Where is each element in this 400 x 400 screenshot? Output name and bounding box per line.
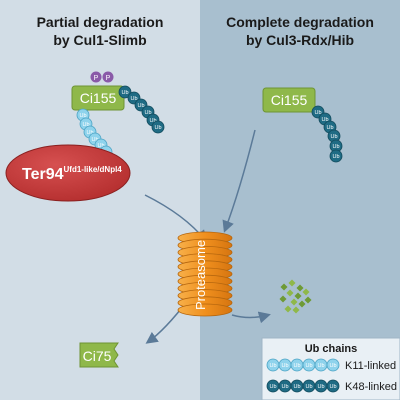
left-k11-ub-2-label: Ub (82, 122, 89, 128)
left-k11-ub-1-label: Ub (79, 113, 86, 119)
peptide-fragment-7 (279, 295, 287, 303)
peptide-fragment-10 (284, 305, 292, 313)
right-k48-ub-5-label: Ub (332, 144, 339, 150)
legend-k11-ub-5-label: Ub (317, 363, 324, 369)
legend-k11-chain: Ub Ub Ub Ub Ub Ub (266, 358, 340, 372)
legend-k11-ub-6 (326, 358, 340, 372)
proteasome-label: Proteasome (193, 240, 208, 310)
legend-k48-chain: Ub Ub Ub Ub Ub Ub (266, 379, 340, 393)
peptide-fragment-3 (296, 284, 304, 292)
right-ci155-box (262, 87, 316, 113)
left-k48-ub-1-label: Ub (121, 90, 128, 96)
legend-k11-ub-4-label: Ub (305, 363, 312, 369)
left-k48-ub-2-label: Ub (130, 96, 137, 102)
left-panel-background (0, 0, 200, 400)
arrow-right-to-proteasome (222, 129, 256, 233)
peptide-fragment-6 (302, 288, 310, 296)
right-panel-background (200, 0, 400, 400)
legend-k48-ub-6 (326, 379, 340, 393)
legend-k48-ub-4-label: Ub (305, 384, 312, 390)
right-k48-ub-3-label: Ub (326, 125, 333, 131)
phospho-circle-1 (90, 71, 102, 83)
phospho-label-2: P (106, 75, 111, 82)
left-k11-ub-3-label: Ub (86, 130, 93, 136)
right-k48-ub-6 (329, 149, 343, 163)
right-title-line2: by Cul3-Rdx/Hib (246, 32, 354, 48)
left-k48-ub-3-label: Ub (137, 103, 144, 109)
right-title-line1: Complete degradation (226, 14, 374, 30)
phospho-label-1: P (94, 75, 99, 82)
peptide-fragment-2 (288, 279, 296, 287)
left-k48-ub-6-label: Ub (154, 125, 161, 131)
right-k48-ub-4-label: Ub (330, 134, 337, 140)
legend-k48-label: K48-linked (345, 381, 397, 393)
left-k48-ub-5-label: Ub (149, 118, 156, 124)
right-k48-ub-1-label: Ub (314, 110, 321, 116)
legend-k11-ub-1-label: Ub (269, 363, 276, 369)
legend-k48-ub-2-label: Ub (281, 384, 288, 390)
legend-k48-ub-6-label: Ub (329, 384, 336, 390)
right-ci155-label: Ci155 (271, 92, 308, 108)
peptide-fragment-8 (290, 298, 298, 306)
peptide-fragment-11 (304, 296, 312, 304)
left-title-line1: Partial degradation (37, 14, 164, 30)
legend-k48-ub-1-label: Ub (269, 384, 276, 390)
proteasome (177, 231, 233, 317)
right-k48-ub-6-label: Ub (332, 154, 339, 160)
left-k48-ub-1 (118, 85, 132, 99)
legend-title: Ub chains (305, 343, 358, 355)
legend-k11-ub-3-label: Ub (293, 363, 300, 369)
legend-k11-label: K11-linked (345, 360, 396, 372)
peptide-fragment-12 (292, 306, 300, 314)
arrow-to-peptides (231, 311, 271, 324)
left-ci155-label: Ci155 (80, 90, 117, 106)
ci75-label: Ci75 (83, 348, 112, 364)
ter94-superscript: Ufd1-like/dNpl4 (64, 165, 123, 174)
left-k48-ub-6 (151, 120, 165, 134)
peptide-fragment-9 (298, 300, 306, 308)
phospho-circle-2 (102, 71, 114, 83)
right-k48-ub-2-label: Ub (321, 117, 328, 123)
peptide-fragment-4 (286, 289, 294, 297)
legend-k11-ub-6-label: Ub (329, 363, 336, 369)
ter94-main-text: Ter94 (22, 166, 64, 183)
peptide-fragments (279, 279, 312, 314)
legend-k11-ub-2-label: Ub (281, 363, 288, 369)
ter94-label: Ter94Ufd1-like/dNpl4 (22, 165, 122, 183)
left-k48-ub-4-label: Ub (144, 110, 151, 116)
ter94-complex (5, 144, 131, 202)
left-title-line2: by Cul1-Slimb (53, 32, 146, 48)
left-k11-ub-5-label: Ub (97, 143, 104, 149)
peptide-fragment-5 (294, 292, 302, 300)
peptide-fragment-1 (280, 283, 288, 291)
left-k11-ub-4-label: Ub (91, 137, 98, 143)
legend-k48-ub-5-label: Ub (317, 384, 324, 390)
ci75-box (79, 342, 119, 368)
legend-k48-ub-3-label: Ub (293, 384, 300, 390)
proteasome-ring-11 (177, 303, 233, 317)
